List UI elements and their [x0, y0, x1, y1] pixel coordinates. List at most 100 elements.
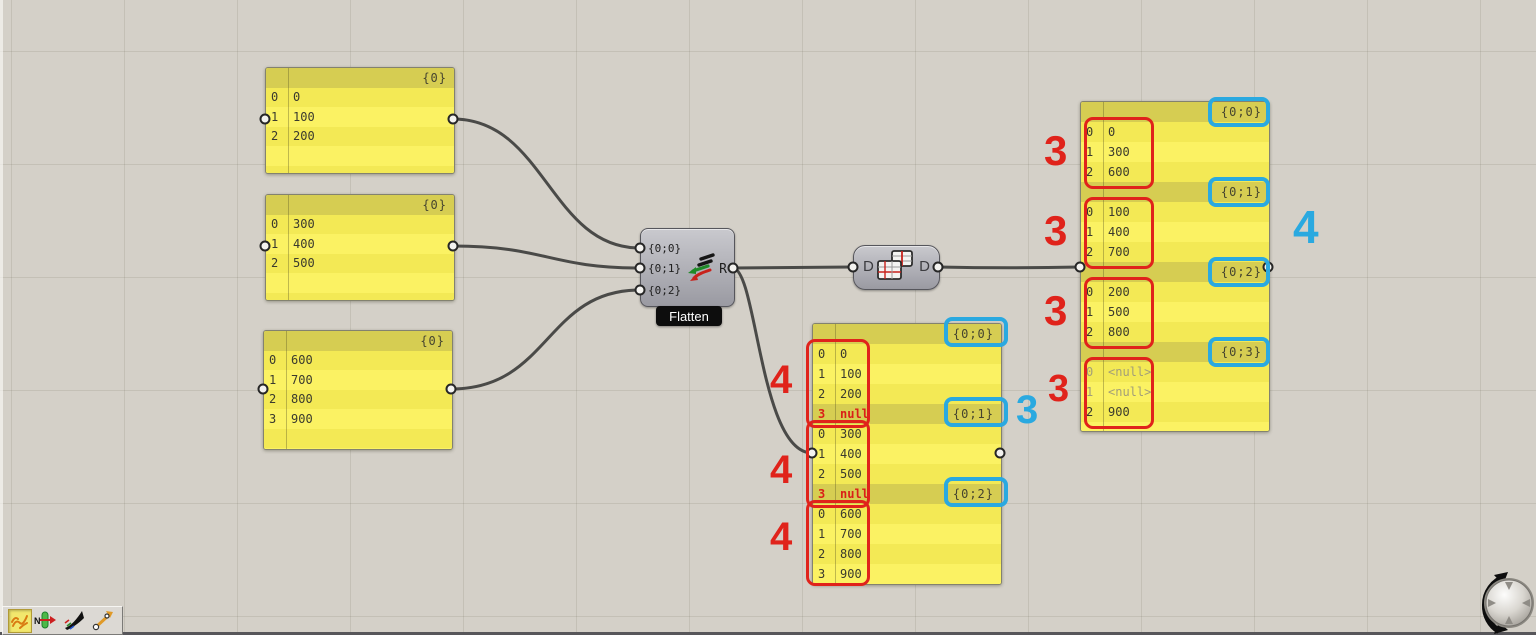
data-row [266, 146, 454, 166]
branch-path-label: {0;2} [952, 487, 994, 501]
data-row: 3 900 [813, 564, 1001, 584]
wire-link-icon [92, 611, 113, 631]
data-row [264, 448, 452, 449]
wire-flatten-to-d[interactable] [731, 265, 855, 270]
wire-connector[interactable] [1074, 261, 1086, 273]
row-value: null [840, 487, 869, 501]
row-index: 0 [1086, 365, 1094, 379]
row-index: 1 [818, 527, 826, 541]
row-value: 400 [840, 447, 862, 461]
wire-flatten-to-middle-panel[interactable] [731, 266, 814, 455]
count-3-right-4: 3 [1048, 368, 1070, 410]
row-index: 3 [818, 487, 826, 501]
flatten-icon [688, 253, 715, 281]
wire-connector[interactable] [259, 240, 271, 252]
flatten-input-1-label: {0;0} [648, 242, 682, 255]
branch-path-label: {0;3} [1220, 345, 1262, 359]
row-index: 2 [271, 129, 279, 144]
hidden-wires-button[interactable]: N [34, 609, 56, 631]
faint-wires-icon [64, 611, 84, 630]
annotation-box-right-group-2 [1084, 197, 1154, 269]
row-value: 100 [293, 109, 315, 124]
row-index: 3 [818, 407, 826, 421]
row-value: 800 [840, 547, 862, 561]
canvas-edge-highlight [0, 0, 3, 632]
flatten-input-2-label: {0;1} [648, 262, 682, 275]
wire-connector[interactable] [994, 447, 1006, 459]
row-index: 0 [271, 217, 279, 232]
row-index: 3 [818, 567, 826, 581]
wire-connector[interactable] [445, 383, 457, 395]
row-value: 500 [1108, 305, 1130, 319]
count-3-right-2: 3 [1044, 207, 1068, 254]
d-output-label: D [919, 258, 930, 275]
fancy-wires-button[interactable] [8, 609, 32, 633]
row-value: <null> [1108, 385, 1152, 399]
annotation-branch-box-right-1 [1208, 177, 1270, 207]
hidden-wires-icon: N [34, 611, 56, 629]
tree-grid-icon [877, 250, 913, 280]
row-value: 800 [1108, 325, 1130, 339]
data-row [266, 292, 454, 300]
canvas-navigation-ball[interactable] [1472, 572, 1536, 635]
wire-connector[interactable] [847, 261, 859, 273]
data-row: 1<null> [1081, 382, 1269, 402]
row-value: 600 [291, 353, 313, 368]
faint-wires-button[interactable] [63, 609, 85, 631]
annotation-box-middle-group-3 [806, 500, 870, 586]
branch-band-row: {0} [266, 68, 454, 88]
wire-connector[interactable] [447, 113, 459, 125]
flatten-output-label: R [719, 262, 727, 277]
branch-path-label: {0;1} [1220, 185, 1262, 199]
row-index: 0 [1086, 125, 1094, 139]
wire-connector[interactable] [932, 261, 944, 273]
row-index: 1 [269, 372, 277, 387]
row-value: 100 [1108, 205, 1130, 219]
data-row: 0<null> [1081, 362, 1269, 382]
flatten-component[interactable]: {0;0} {0;1} {0;2} R [640, 228, 735, 307]
count-3-branches-cyan: 3 [1016, 388, 1039, 432]
row-value: null [840, 407, 869, 421]
tree-data-component[interactable]: D D [853, 245, 940, 290]
wire-connector[interactable] [634, 242, 646, 254]
nav-ball-sphere [1485, 579, 1533, 627]
wire-d-to-right-panel[interactable] [936, 265, 1082, 270]
annotation-branch-box-right-3 [1208, 337, 1270, 367]
wire-connector[interactable] [634, 262, 646, 274]
row-value: 200 [293, 129, 315, 144]
wire-connector[interactable] [257, 383, 269, 395]
wire-panel-b-to-flatten[interactable] [451, 244, 642, 270]
annotation-box-right-group-1 [1084, 117, 1154, 189]
wire-connector[interactable] [259, 113, 271, 125]
count-4-middle-1: 4 [770, 358, 793, 402]
wire-panel-a-to-flatten[interactable] [451, 117, 642, 250]
wire-connector[interactable] [727, 262, 739, 274]
wire-link-button[interactable] [92, 609, 114, 631]
row-index: 3 [269, 411, 277, 426]
branch-path-label: {0;1} [952, 407, 994, 421]
row-value: 900 [840, 567, 862, 581]
row-index: 2 [269, 392, 277, 407]
wire-connector[interactable] [634, 284, 646, 296]
wire-connector[interactable] [447, 240, 459, 252]
branch-band-row: {0} [264, 331, 452, 351]
wire-panel-c-to-flatten[interactable] [449, 288, 642, 391]
nav-ball-arrows [1488, 582, 1530, 624]
row-index: 1 [818, 447, 826, 461]
wire-display-toolbar: N [2, 606, 123, 635]
row-value: 700 [840, 527, 862, 541]
